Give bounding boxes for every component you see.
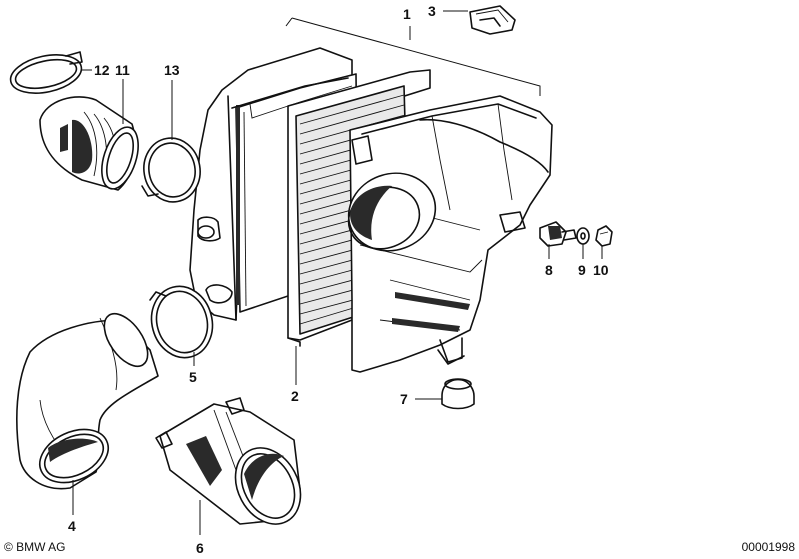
callout-7: 7 (400, 391, 408, 407)
intake-boot-part[interactable] (155, 397, 313, 535)
drawing-number: 00001998 (741, 540, 795, 554)
cap-part[interactable] (441, 378, 475, 410)
callout-labels: 1 2 3 4 5 6 7 8 9 10 11 12 13 (68, 3, 609, 556)
callout-9: 9 (578, 262, 586, 278)
callout-4: 4 (68, 518, 76, 534)
rubber-bellows-part[interactable] (39, 96, 145, 193)
nut-part[interactable] (595, 225, 613, 247)
washer-part[interactable] (576, 227, 590, 245)
callout-5: 5 (189, 369, 197, 385)
hose-clamp-13-part[interactable] (139, 134, 205, 207)
callout-11: 11 (115, 62, 130, 78)
callout-3: 3 (428, 3, 436, 19)
elbow-intake-hose-part[interactable] (16, 306, 159, 493)
clip-part[interactable] (469, 5, 516, 35)
callout-13: 13 (164, 62, 180, 78)
callout-2: 2 (291, 388, 299, 404)
air-filter-housing-front[interactable] (338, 95, 553, 373)
callout-6: 6 (196, 540, 204, 556)
callout-8: 8 (545, 262, 553, 278)
callout-10: 10 (593, 262, 609, 278)
callout-12: 12 (94, 62, 110, 78)
leader-lines (72, 10, 603, 535)
rubber-mount-part[interactable] (539, 221, 577, 247)
hose-clamp-5-part[interactable] (144, 279, 221, 364)
copyright-text: © BMW AG (4, 540, 66, 554)
callout-1: 1 (403, 6, 411, 22)
hose-clamp-small-part[interactable] (7, 49, 85, 99)
